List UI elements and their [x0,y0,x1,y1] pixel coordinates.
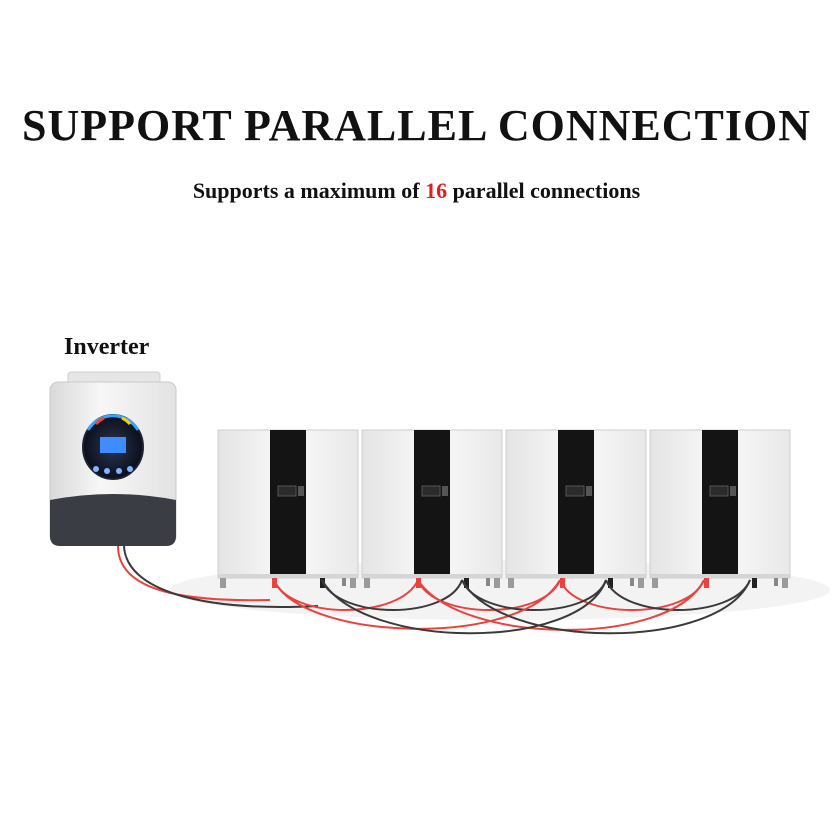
battery-rack [217,429,791,588]
subtitle-prefix: Supports a maximum of [192,178,426,203]
subtitle-suffix: parallel connections [447,178,641,203]
battery-icon [649,429,791,588]
inverter-cables [117,545,319,608]
parallel-cables [273,579,751,635]
battery-icon [217,429,359,588]
subtitle: Supports a maximum of 16 parallel connec… [0,178,833,204]
page-title: SUPPORT PARALLEL CONNECTION [21,101,812,150]
subtitle-number: 16 [425,178,448,203]
inverter-icon [49,371,177,546]
battery-icon [505,429,647,588]
battery-icon [361,429,503,588]
inverter-label: Inverter [64,334,150,360]
